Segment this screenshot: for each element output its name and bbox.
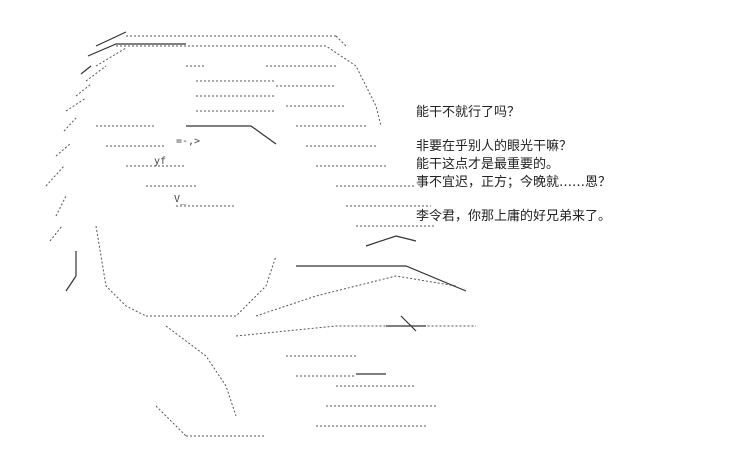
dialogue-gap — [416, 122, 736, 138]
dialogue-line: 非要在乎别人的眼光干嘛？ — [416, 139, 573, 154]
dialogue-line: 事不宜迟，正方；今晚就……恩？ — [416, 175, 612, 190]
dialogue-block: 能干不就行了吗？ 非要在乎别人的眼光干嘛？ 能干这点才是最重要的。 事不宜迟，正… — [416, 104, 736, 226]
dialogue-line: 能干不就行了吗？ — [416, 105, 521, 120]
ascii-art-drawing: =-,> yf V_ — [45, 31, 476, 437]
ascii-art-figure: =-,> yf V_ — [36, 26, 506, 446]
eye-glyphs: yf — [154, 156, 166, 167]
dialogue-line: 李令君，你那上庸的好兄弟来了。 — [416, 209, 612, 224]
dialogue-line: 能干这点才是最重要的。 — [416, 157, 560, 172]
dialogue-gap — [416, 192, 736, 208]
mouth-glyphs: V_ — [174, 194, 187, 205]
eye-left-mark: =-,> — [176, 136, 200, 147]
